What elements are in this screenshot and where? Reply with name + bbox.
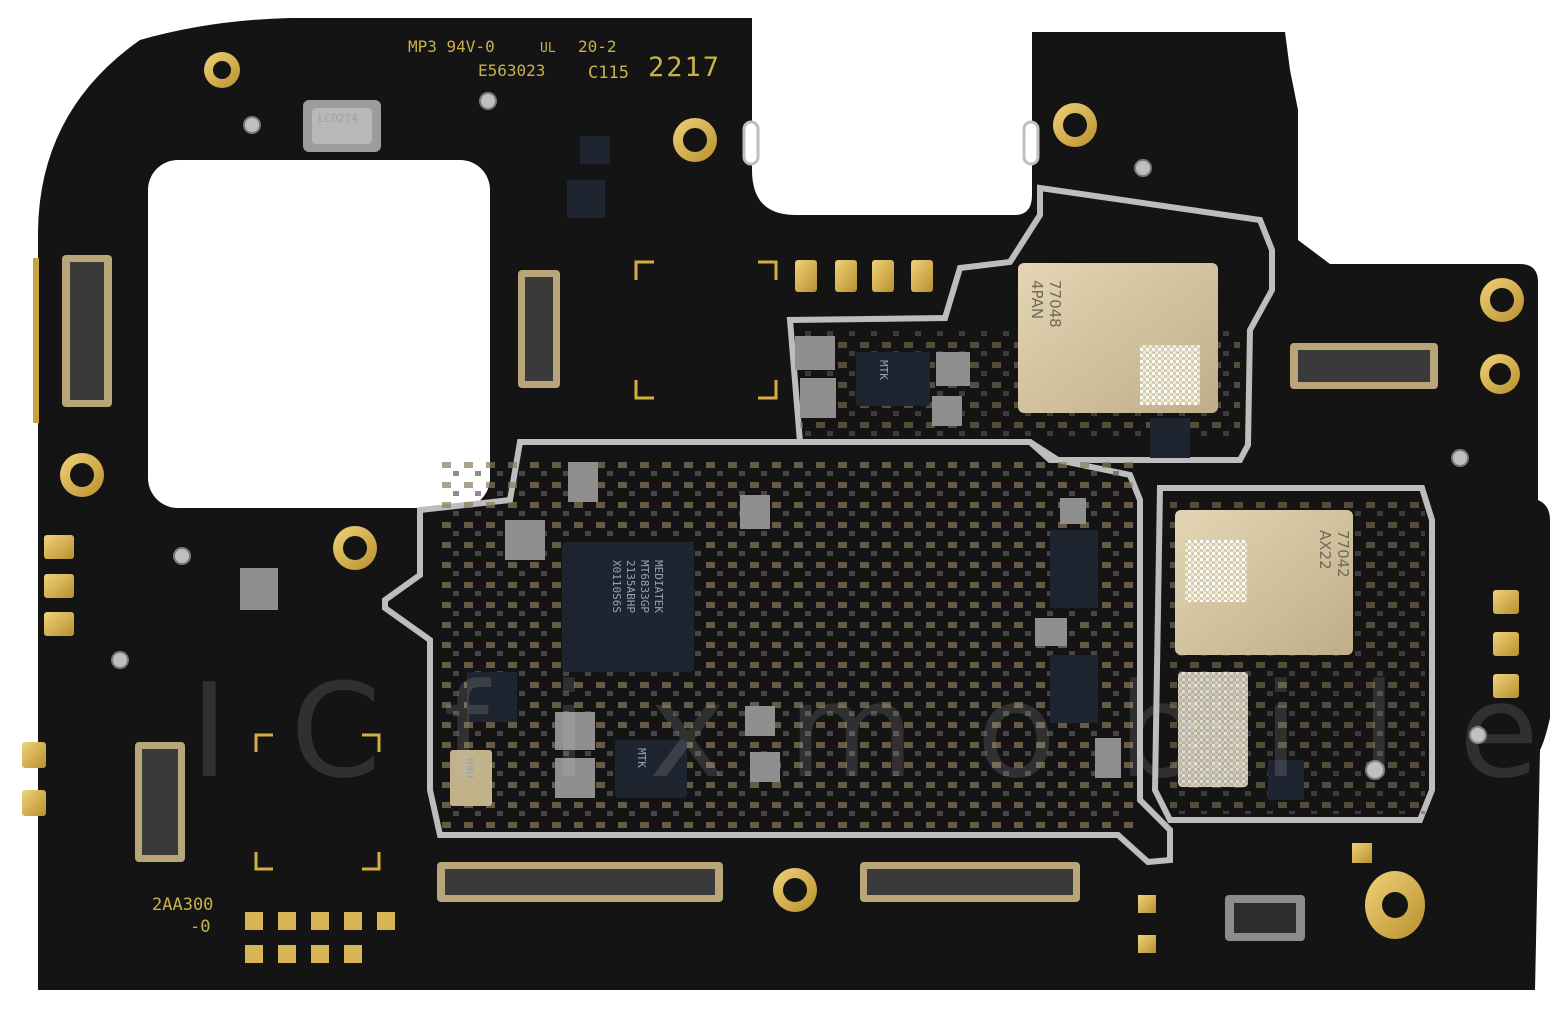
pmic-top-text: MTK	[877, 360, 890, 380]
corner-marks	[254, 260, 778, 871]
soc-text-3: 2135ABHP	[624, 560, 637, 613]
silk-date-code: 2217	[648, 52, 721, 83]
edge-stripe	[33, 258, 39, 423]
rf-module-right: 77042 AX22	[1175, 510, 1353, 787]
silk-line1: MP3 94V-0	[408, 37, 495, 56]
slot-left	[742, 120, 760, 166]
slot-right	[1022, 120, 1040, 166]
rf-top-text-1: 77048	[1046, 280, 1064, 328]
small-ics	[467, 136, 1304, 800]
coax-connectors	[111, 92, 1487, 780]
camera-cutout	[148, 160, 490, 508]
crystal-oscillator: LC0274	[303, 100, 381, 152]
rf-right-text-2: AX22	[1316, 530, 1334, 570]
connectors	[62, 255, 1438, 941]
soc-text-4: X0110S6S	[610, 560, 623, 613]
mounting-holes	[60, 52, 1524, 939]
soc-text-2: MT6833GP	[638, 560, 651, 613]
component-field-main	[440, 460, 1135, 830]
pmic-top: MTK	[856, 352, 930, 406]
inductor-text: H4U	[463, 758, 476, 778]
passive-blocks	[240, 336, 1121, 798]
pmic-bottom: MTK	[615, 740, 687, 798]
gold-pads	[22, 260, 1519, 953]
rf-module-top: 77048 4PAN	[1018, 263, 1218, 413]
crystal-text: LC0274	[318, 112, 358, 125]
soc-text-1: MEDIATEK	[652, 560, 665, 613]
silk-line2: E563023	[478, 61, 545, 80]
silk-ul: UL	[540, 41, 556, 56]
test-pads	[245, 912, 395, 963]
pmic-bottom-text: MTK	[635, 748, 648, 768]
silk-part-code-2: -0	[190, 917, 210, 937]
rf-right-text-1: 77042	[1334, 530, 1352, 578]
inductor-h4u: H4U	[450, 750, 492, 806]
silk-part-code-1: 2AA300	[152, 895, 213, 915]
shield-rf-top	[786, 184, 1275, 463]
soc-chip: MEDIATEK MT6833GP 2135ABHP X0110S6S	[562, 542, 694, 672]
silk-line2-right: C115	[588, 63, 629, 83]
shield-rf-right	[1151, 485, 1435, 823]
silk-line1-right: 20-2	[578, 37, 617, 56]
rf-top-text-2: 4PAN	[1028, 280, 1046, 319]
